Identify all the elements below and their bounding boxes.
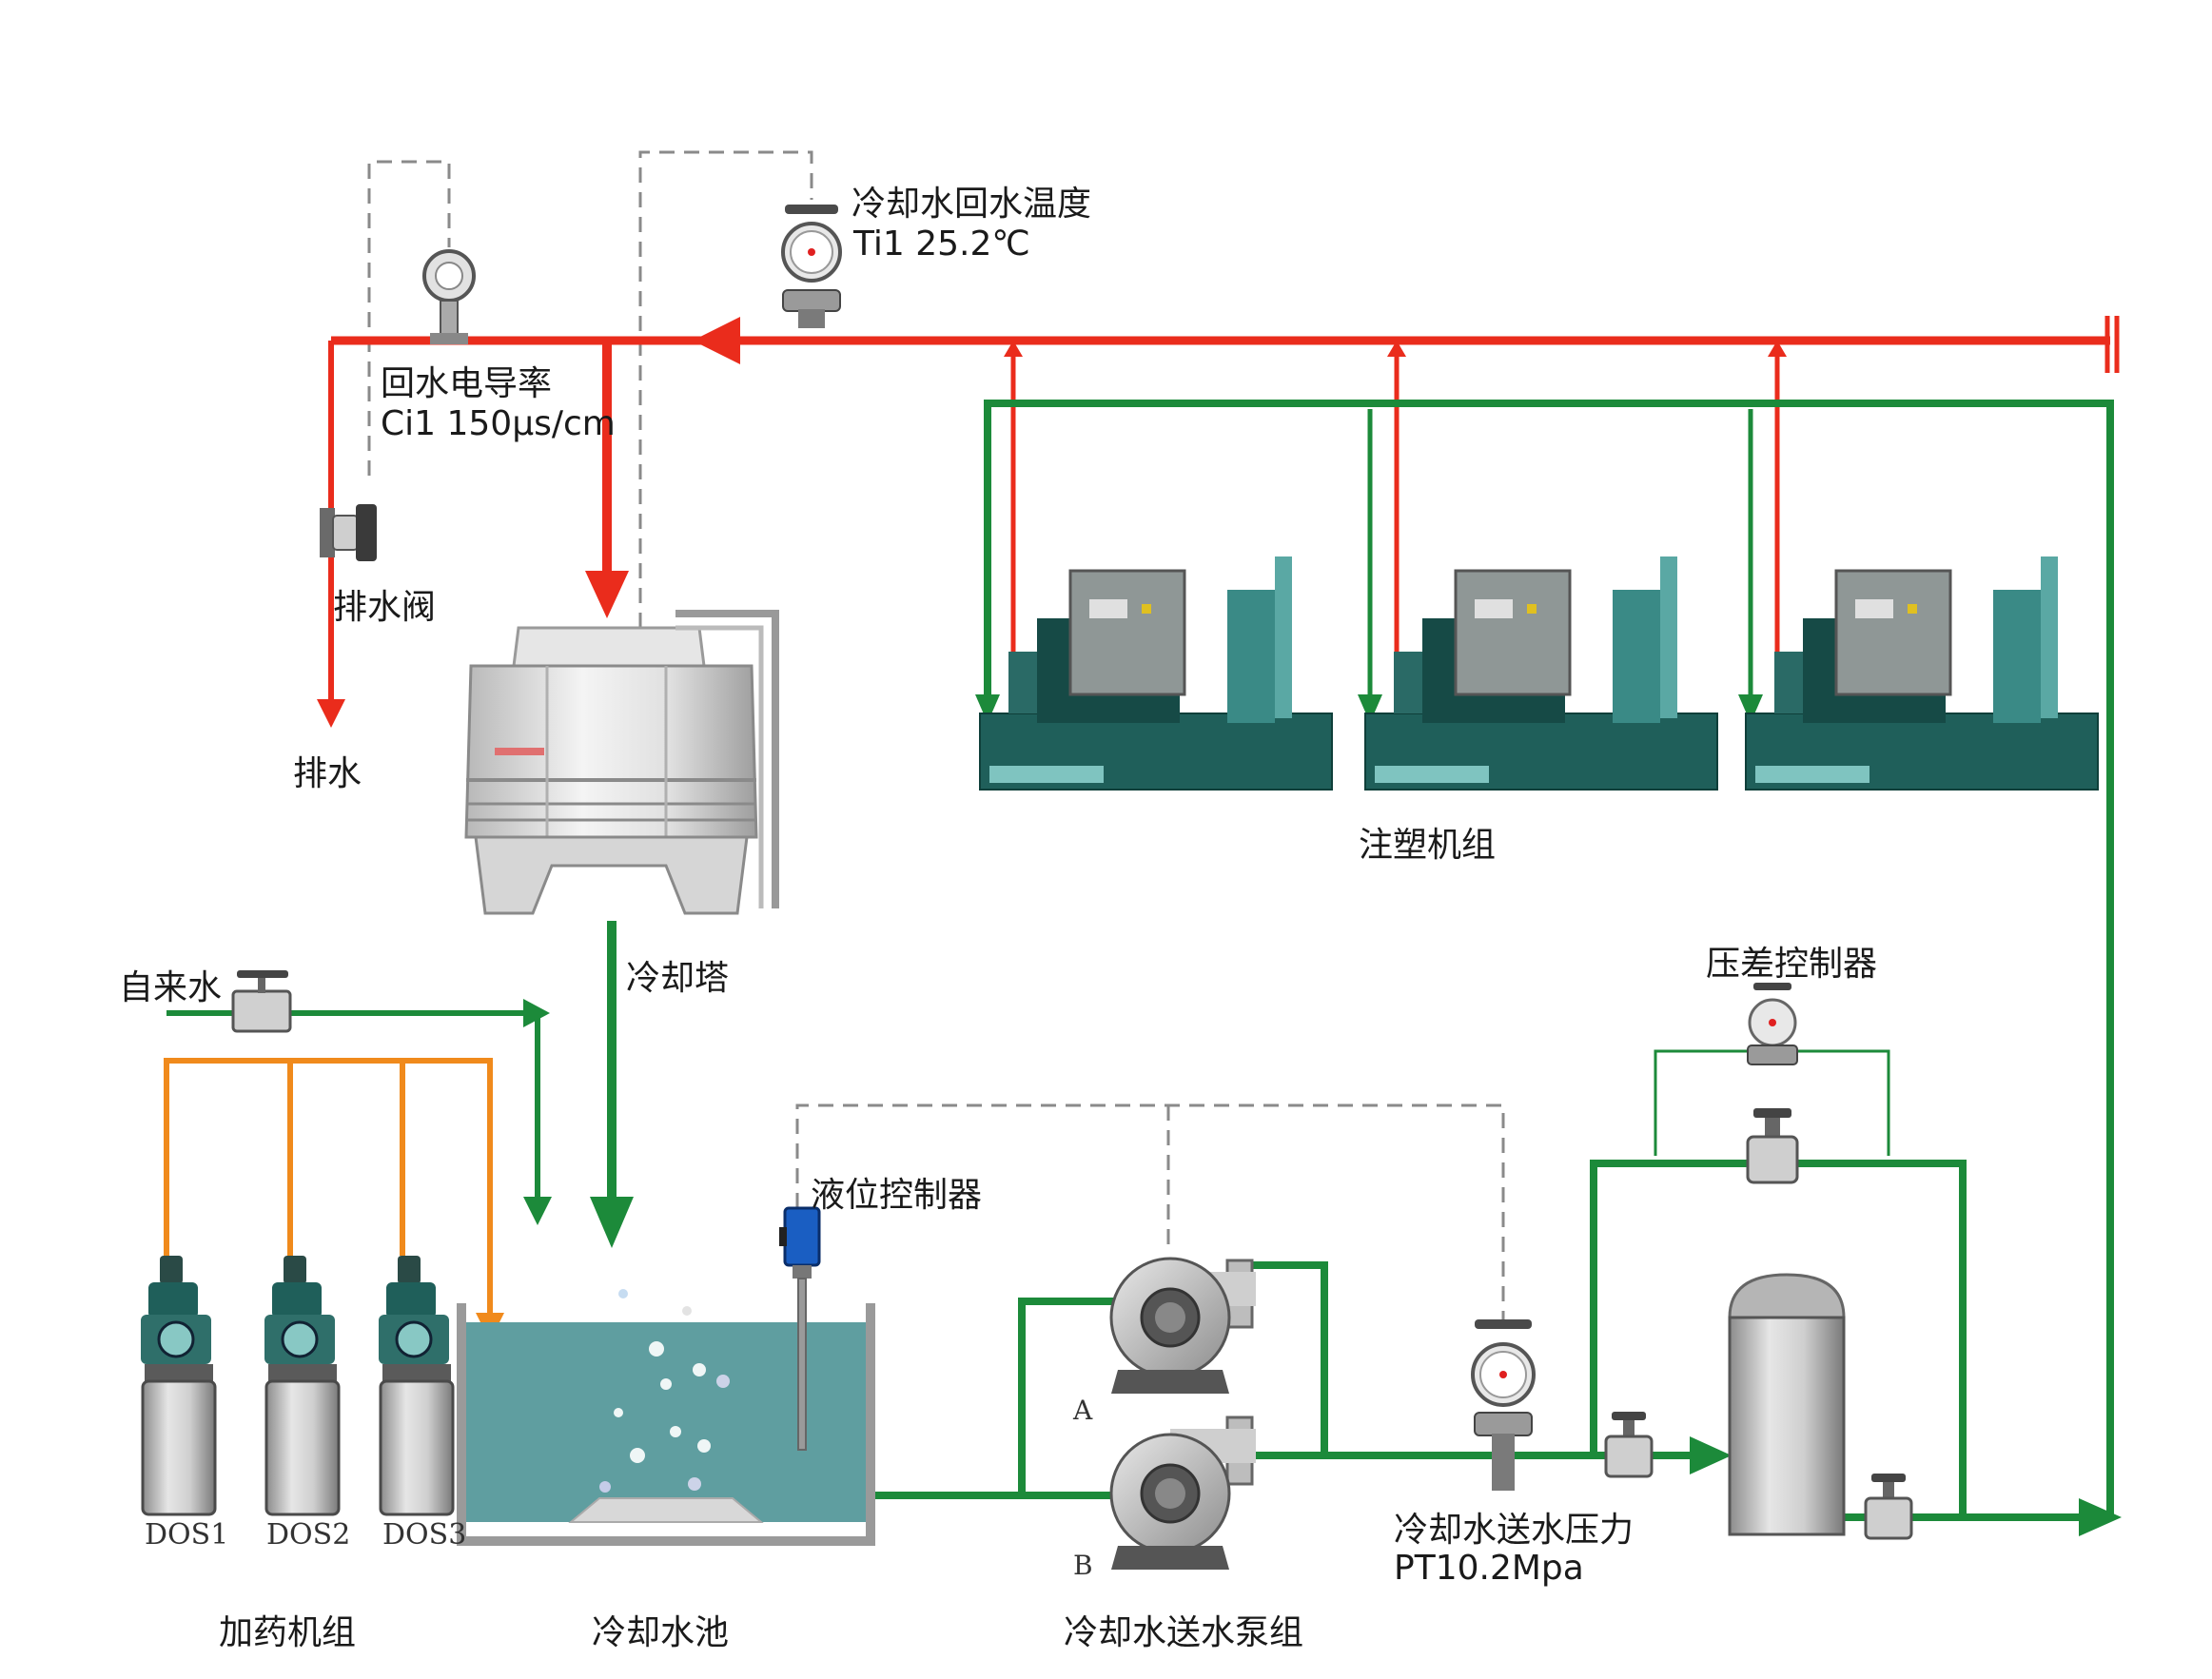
pressure-diff-controller-label: 压差控制器 (1706, 945, 1877, 984)
dos2-label: DOS2 (266, 1518, 350, 1552)
dosing-unit-3 (379, 1256, 455, 1516)
pump-a-label: A (1072, 1395, 1093, 1426)
tank-outlet-valve-icon (1864, 1474, 1913, 1540)
supply-pressure-title: 冷却水送水压力 (1394, 1511, 1634, 1550)
return-temp-title: 冷却水回水温度 (852, 185, 1091, 224)
tap-water-label: 自来水 (119, 968, 222, 1007)
dos1-label: DOS1 (145, 1518, 228, 1552)
cooling-tower-label: 冷却塔 (626, 959, 729, 998)
dosing-unit-1 (141, 1256, 217, 1516)
ball-valve-icon (231, 970, 292, 1033)
cooling-pool-label: 冷却水池 (592, 1613, 729, 1652)
level-controller-label: 液位控制器 (811, 1176, 982, 1215)
supply-pressure-value: PT10.2Mpa (1394, 1549, 1584, 1588)
labels: 冷却水回水温度 Ti1 25.2℃ 回水电导率 Ci1 150μs/cm 排水阀… (119, 185, 1877, 1652)
pressure-tank (1728, 1273, 1846, 1536)
drain-valve-label: 排水阀 (333, 588, 436, 627)
supply-water-lines (166, 400, 2114, 1521)
supply-valve-icon (1604, 1412, 1654, 1478)
injection-molding-machine-1 (979, 556, 1333, 791)
molding-units-label: 注塑机组 (1359, 826, 1496, 865)
drain-label: 排水 (293, 754, 362, 793)
centrifugal-pump-a (1109, 1257, 1256, 1394)
injection-molding-machine-2 (1364, 556, 1718, 791)
conductivity-value: Ci1 150μs/cm (381, 404, 616, 443)
thermometer-gauge-icon (781, 205, 842, 328)
conductivity-meter-icon (422, 249, 476, 344)
solenoid-valve-icon (320, 504, 377, 561)
supply-flow-arrows (523, 694, 2122, 1536)
control-signal-lines (367, 150, 1505, 1322)
dosing-unit-2 (264, 1256, 341, 1516)
bypass-valve-icon (1746, 1108, 1799, 1184)
return-flow-arrows (317, 317, 1787, 728)
dosing-lines (164, 1058, 493, 1318)
return-temp-value: Ti1 25.2℃ (852, 225, 1030, 264)
level-controller-icon (779, 1206, 821, 1451)
pressure-diff-gauge-icon (1747, 983, 1798, 1065)
dosing-units-label: 加药机组 (219, 1613, 356, 1652)
cooling-water-pool (457, 1289, 875, 1546)
pump-group-label: 冷却水送水泵组 (1064, 1613, 1303, 1652)
pressure-gauge-icon (1471, 1319, 1536, 1491)
dos3-label: DOS3 (382, 1518, 466, 1552)
conductivity-title: 回水电导率 (381, 364, 552, 403)
injection-molding-machine-3 (1745, 556, 2099, 791)
cooling-tower (464, 610, 779, 915)
pump-b-label: B (1073, 1550, 1093, 1581)
centrifugal-pump-b (1109, 1415, 1256, 1570)
